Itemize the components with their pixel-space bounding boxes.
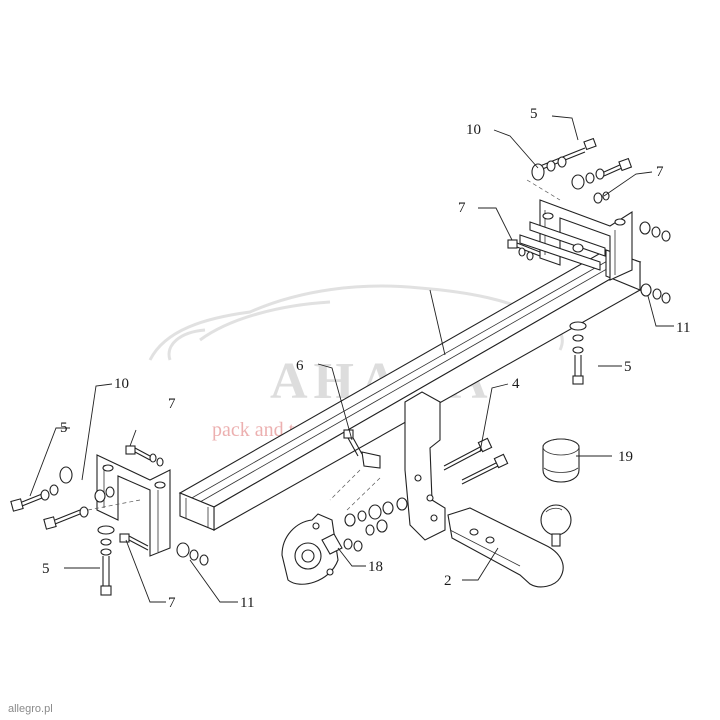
part-label-11-bottom: 11 — [240, 595, 254, 611]
left-mounting-bracket — [96, 454, 171, 557]
corner-watermark-tag: allegro.pl — [8, 703, 53, 715]
part-label-7-right: 7 — [656, 164, 664, 180]
part-label-11-right: 11 — [676, 320, 690, 336]
towball-cap — [542, 438, 580, 483]
bolt-6 — [343, 429, 381, 469]
part-label-7-left-top: 7 — [168, 396, 176, 412]
nut-group-center — [343, 497, 408, 552]
part-label-7-left-bottom: 7 — [168, 595, 176, 611]
leader-lines — [29, 115, 674, 603]
bolt-group-mid-right — [507, 239, 541, 261]
bolt-group-left — [10, 466, 115, 530]
part-label-6: 6 — [296, 358, 304, 374]
bolt-group-center — [443, 437, 509, 485]
socket-plate — [281, 513, 343, 585]
assembly-guides — [87, 179, 561, 513]
part-label-19: 19 — [618, 449, 633, 465]
nut-group-right — [639, 221, 671, 304]
part-label-5-right: 5 — [624, 359, 632, 375]
bolt-group-left-top — [125, 445, 164, 467]
part-label-10-top: 10 — [466, 122, 481, 138]
towball-neck — [447, 504, 572, 588]
part-label-10-left: 10 — [114, 376, 129, 392]
right-mounting-bracket — [519, 199, 633, 281]
part-label-7-mid: 7 — [458, 200, 466, 216]
part-label-4: 4 — [512, 376, 520, 392]
part-label-5-left: 5 — [60, 420, 68, 436]
part-label-5-top: 5 — [530, 106, 538, 122]
part-label-18: 18 — [368, 559, 383, 575]
part-label-2: 2 — [444, 573, 452, 589]
vertical-bolt-right — [569, 321, 587, 385]
bolt-group-top-right — [531, 137, 633, 204]
bolt-group-left-bottom — [97, 525, 209, 596]
part-label-5-left-bottom: 5 — [42, 561, 50, 577]
center-mounting-plate — [404, 391, 446, 541]
part-number-labels: 5 10 7 7 11 5 4 6 10 7 5 19 5 7 11 18 2 — [42, 106, 690, 611]
